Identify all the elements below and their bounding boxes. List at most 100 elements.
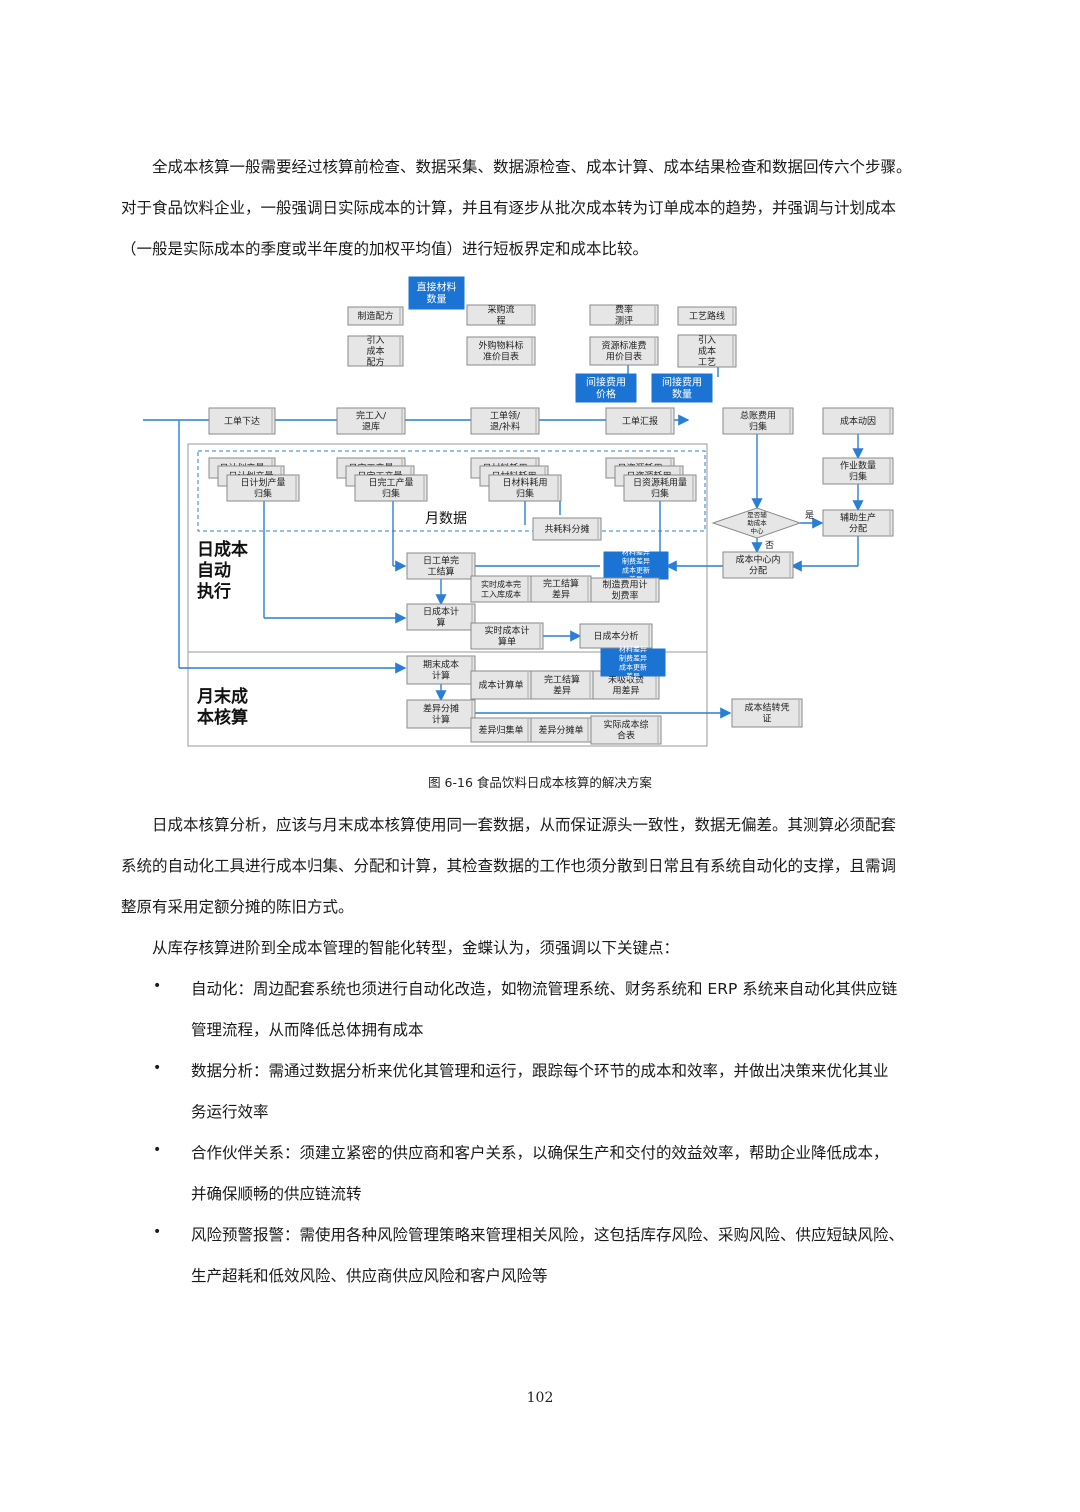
- box-cost-driver-label: 成本动因: [840, 415, 876, 427]
- box-introduce-cost-recipe-label: 配方: [366, 356, 384, 368]
- box-cost-driver: 成本动因: [822, 407, 894, 435]
- figure-caption: 图 6-16 食品饮料日成本核算的解决方案: [428, 775, 652, 790]
- box-direct-material-label: 数量: [427, 293, 447, 306]
- box-introduce-cost-process-label: 工艺: [698, 357, 716, 368]
- box-month-variances-label: 差异: [626, 671, 640, 680]
- body-p1-line-3: 整原有采用定额分摊的陈旧方式。: [121, 898, 354, 916]
- box-month-complete-settle-variance-label: 差异: [553, 685, 571, 697]
- box-manufacture-recipe: 制造配方: [347, 306, 404, 326]
- box-unabsorbed-fee-variance-label: 用差异: [612, 685, 639, 697]
- box-complete-in-return: 完工入/退库: [336, 407, 406, 435]
- monthly-data-frame: [197, 450, 706, 532]
- body-p2-line-1: 从库存核算进阶到全成本管理的智能化转型，金蝶认为，须强调以下关键点：: [152, 939, 680, 957]
- box-introduce-cost-recipe-label: 成本: [366, 345, 384, 357]
- box-ledger-fee-collect-label: 归集: [749, 421, 767, 433]
- bullet-3-line-1: 合作伙伴关系：须建立紧密的供应商和客户关系，以确保生产和交付的效益效率，帮助企业…: [191, 1144, 889, 1162]
- box-period-end-cost-calc-label: 期末成本: [423, 659, 459, 671]
- box-daily-complete-output-collect-label: 归集: [382, 488, 400, 500]
- box-work-order-pick: 工单领/退/补料: [470, 407, 540, 435]
- region-monthly-data: 月数据: [425, 511, 467, 527]
- box-process-route: 工艺路线: [677, 306, 737, 326]
- box-process-route-label: 工艺路线: [689, 310, 725, 322]
- box-work-order-pick-label: 退/补料: [490, 421, 520, 433]
- diagram-boxes: 直接材料数量制造配方引入成本配方采购流程外购物料标准价目表费率测评资源标准费用价…: [208, 276, 894, 745]
- box-daily-cost-calc-label: 日成本计: [423, 606, 459, 618]
- box-work-order-issue-label: 工单下达: [224, 415, 260, 427]
- box-aux-production-allocation-label: 辅助生产: [840, 512, 876, 524]
- box-daily-plan-output-collect-label: 归集: [254, 488, 272, 500]
- box-daily-work-order-complete-label: 日工单完: [423, 555, 459, 567]
- region-month-line2: 本核算: [197, 707, 248, 728]
- outer-frame: [187, 443, 708, 747]
- box-month-variances-label: 材料差异: [619, 644, 647, 653]
- box-manufacture-fee-plan-rate-label: 制造费用计: [602, 579, 647, 591]
- bullet-dot: •: [153, 1142, 162, 1158]
- box-month-complete-settle-variance-label: 完工结算: [544, 674, 580, 686]
- box-daily-cost-analysis-label: 日成本分析: [593, 630, 638, 642]
- box-complete-settle-variance-label: 完工结算: [543, 578, 579, 590]
- box-work-order-report: 工单汇报: [605, 407, 675, 435]
- box-cost-center-allocation-label: 分配: [749, 566, 767, 577]
- box-manufacture-recipe-label: 制造配方: [357, 310, 393, 322]
- box-indirect-fee-price-label: 价格: [596, 388, 616, 401]
- box-activity-quantity-collect-label: 作业数量: [840, 460, 876, 472]
- box-month-variances-label: 成本更新: [619, 662, 647, 671]
- decision-yes-label: 是: [805, 510, 814, 521]
- box-daily-cost-calc-label: 算: [436, 617, 445, 629]
- box-variance-collect-sheet: 差异归集单: [470, 717, 532, 743]
- box-cost-carryover-voucher-label: 成本结转凭: [744, 702, 789, 714]
- box-activity-quantity-collect-label: 归集: [849, 471, 867, 483]
- box-daily-variances-label: 成本更新: [622, 565, 650, 574]
- bullet-2-line-1: 数据分析：需通过数据分析来优化其管理和运行，跟踪每个环节的成本和效率，并做出决策…: [191, 1062, 889, 1080]
- box-cost-center-allocation-label: 成本中心内: [735, 554, 780, 566]
- box-unabsorbed-fee-variance-label: 未吸收费: [608, 674, 644, 686]
- bullet-4-line-1: 风险预警报警：需使用各种风险管理策略来管理相关风险，这包括库存风险、采购风险、供…: [191, 1226, 905, 1244]
- box-resource-standard-fee-label: 资源标准费: [601, 340, 646, 352]
- box-daily-plan-output-collect-label: 日计划产量: [240, 477, 285, 489]
- box-common-material-allocation: 共耗料分摊: [532, 517, 602, 541]
- bullet-2-line-2: 务运行效率: [191, 1103, 269, 1121]
- box-introduce-cost-process-label: 成本: [698, 345, 716, 357]
- box-variance-collect-sheet-label: 差异归集单: [478, 724, 523, 736]
- box-daily-material-consume-collect-label: 归集: [516, 488, 534, 500]
- box-work-order-report-label: 工单汇报: [622, 415, 658, 427]
- box-rate-evaluation-label: 费率: [615, 304, 633, 316]
- box-manufacture-fee-plan-rate-label: 划费率: [611, 590, 638, 602]
- box-indirect-fee-quantity-label: 数量: [672, 388, 692, 401]
- box-aux-production-allocation-label: 分配: [849, 524, 867, 535]
- box-variance-allocation-calc-label: 差异分摊: [423, 703, 459, 715]
- box-cost-calc-sheet-label: 成本计算单: [478, 679, 523, 691]
- box-variance-allocation-calc-label: 计算: [432, 714, 450, 726]
- box-resource-standard-fee-label: 用价目表: [606, 351, 642, 363]
- bullet-3-line-2: 并确保顺畅的供应链流转: [191, 1185, 362, 1203]
- box-variance-allocation-sheet: 差异分摊单: [530, 717, 592, 743]
- box-actual-cost-complete-stock-label: 工入库成本: [481, 589, 521, 599]
- box-daily-cost-analysis: 日成本分析: [579, 623, 653, 649]
- box-introduce-cost-recipe-label: 引入: [366, 335, 384, 346]
- box-actual-cost-calc-sheet-label: 实时成本计: [484, 625, 529, 637]
- body-p1-line-2: 系统的自动化工具进行成本归集、分配和计算，其检查数据的工作也须分散到日常且有系统…: [121, 857, 897, 875]
- box-complete-in-return-label: 退库: [362, 421, 380, 433]
- box-daily-material-consume-collect-label: 日材料耗用: [502, 477, 547, 489]
